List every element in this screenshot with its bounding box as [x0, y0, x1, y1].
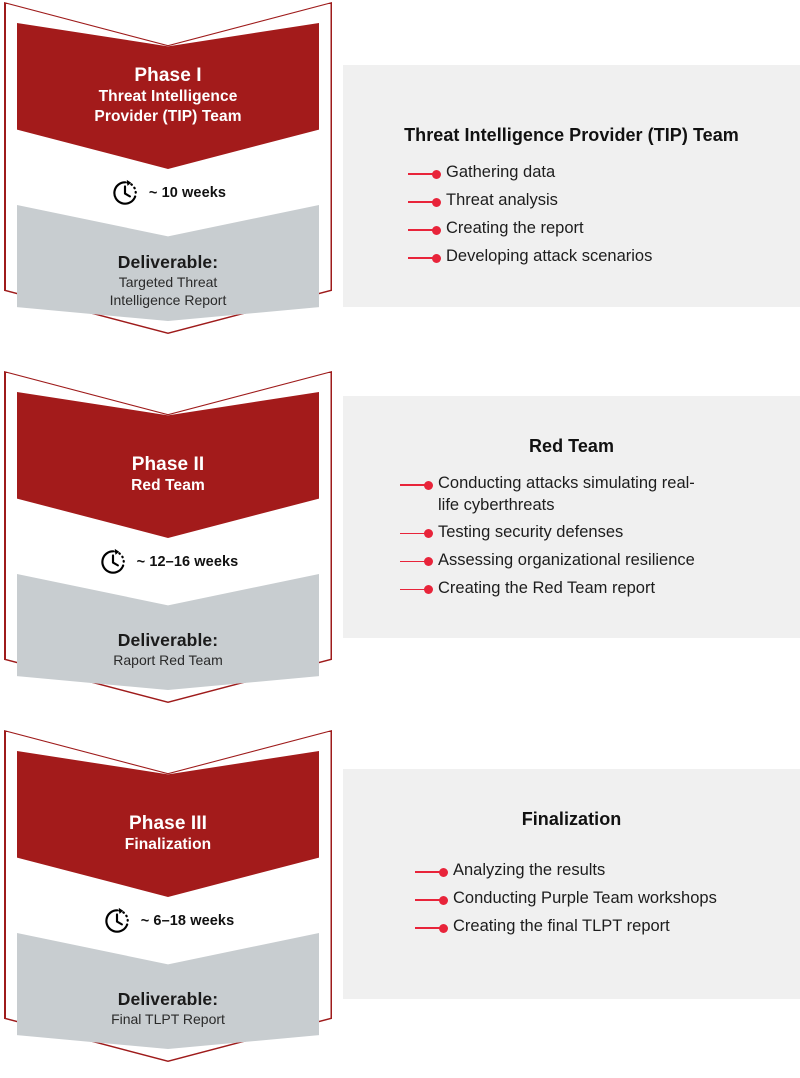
- deliverable-value-line1-2: Raport Red Team: [113, 652, 223, 669]
- list-item: Conducting attacks simulating real-life …: [400, 473, 800, 517]
- detail-item-text: Gathering data: [446, 163, 556, 181]
- bullet-line-dot-icon: [408, 247, 446, 269]
- deliverable-label-1: Deliverable:: [117, 252, 219, 272]
- phase-deliverable-1: Deliverable: Targeted Threat Intelligenc…: [17, 205, 319, 321]
- list-item: Threat analysis: [408, 190, 800, 213]
- phase-card-1: Phase I Threat Intelligence Provider (TI…: [4, 2, 332, 334]
- list-item: Testing security defenses: [400, 522, 800, 545]
- phase-label-1: Phase I: [134, 65, 202, 86]
- detail-list-2: Conducting attacks simulating real-life …: [343, 473, 800, 601]
- detail-item-text: Threat analysis: [446, 191, 558, 209]
- detail-item-text: Creating the Red Team report: [438, 578, 656, 597]
- phase-name-line1-3: Finalization: [124, 836, 212, 854]
- detail-title-2: Red Team: [528, 436, 615, 456]
- phase-name-line2-1: Provider (TIP) Team: [94, 108, 242, 125]
- bullet-line-dot-icon: [400, 474, 438, 496]
- deliverable-label-2: Deliverable:: [117, 630, 219, 650]
- detail-item-text: Analyzing the results: [453, 861, 606, 879]
- deliverable-value-line1-3: Final TLPT Report: [111, 1011, 225, 1028]
- detail-title-3: Finalization: [521, 809, 622, 829]
- bullet-line-dot-icon: [415, 889, 453, 911]
- detail-list-1: Gathering data Threat analysis Creating …: [343, 162, 800, 269]
- detail-list-3: Analyzing the results Conducting Purple …: [343, 860, 800, 939]
- bullet-line-dot-icon: [415, 917, 453, 939]
- list-item: Creating the report: [408, 218, 800, 241]
- list-item: Analyzing the results: [415, 860, 800, 883]
- detail-title-1: Threat Intelligence Provider (TIP) Team: [404, 125, 739, 145]
- clock-arrow-icon: [105, 907, 129, 933]
- phase-label-2: Phase II: [131, 454, 205, 475]
- bullet-line-dot-icon: [408, 163, 446, 185]
- list-item: Conducting Purple Team workshops: [415, 888, 800, 911]
- deliverable-label-3: Deliverable:: [117, 989, 219, 1009]
- detail-item-text: Conducting attacks simulating real-life …: [438, 474, 695, 514]
- clock-arrow-icon: [113, 179, 137, 205]
- phase-label-3: Phase III: [129, 813, 207, 834]
- list-item: Assessing organizational resilience: [400, 550, 800, 573]
- phase-card-3: Phase III Finalization ~ 6–18 weeks Deli…: [4, 730, 332, 1062]
- duration-row-3: ~ 6–18 weeks: [4, 906, 332, 936]
- detail-item-text: Creating the final TLPT report: [453, 917, 670, 935]
- duration-row-1: ~ 10 weeks: [4, 178, 332, 208]
- phase-name-line1-1: Threat Intelligence: [98, 88, 238, 106]
- detail-item-text: Developing attack scenarios: [446, 247, 653, 265]
- duration-row-2: ~ 12–16 weeks: [4, 547, 332, 577]
- phase-name-line1-2: Red Team: [131, 477, 205, 495]
- duration-text-2: ~ 12–16 weeks: [136, 554, 239, 570]
- clock-arrow-icon: [101, 548, 125, 574]
- duration-text-3: ~ 6–18 weeks: [140, 913, 235, 929]
- bullet-line-dot-icon: [408, 219, 446, 241]
- detail-panel-1: Threat Intelligence Provider (TIP) Team …: [343, 65, 800, 307]
- duration-text-1: ~ 10 weeks: [148, 185, 227, 201]
- deliverable-value-line1-1: Targeted Threat: [118, 274, 218, 291]
- list-item: Creating the Red Team report: [400, 578, 800, 601]
- list-item: Developing attack scenarios: [408, 246, 800, 269]
- deliverable-value-line2-1: Intelligence Report: [109, 292, 227, 309]
- bullet-line-dot-icon: [408, 191, 446, 213]
- detail-panel-2: Red Team Conducting attacks simulating r…: [343, 396, 800, 638]
- list-item: Gathering data: [408, 162, 800, 185]
- list-item: Creating the final TLPT report: [415, 916, 800, 939]
- detail-item-text: Creating the report: [446, 219, 584, 237]
- bullet-line-dot-icon: [415, 861, 453, 883]
- detail-item-text: Conducting Purple Team workshops: [453, 889, 717, 907]
- bullet-line-dot-icon: [400, 523, 438, 545]
- detail-item-text: Testing security defenses: [438, 522, 624, 541]
- bullet-line-dot-icon: [400, 579, 438, 601]
- phase-card-2: Phase II Red Team ~ 12–16 weeks Delivera…: [4, 371, 332, 703]
- detail-panel-3: Finalization Analyzing the results Condu…: [343, 769, 800, 999]
- bullet-line-dot-icon: [400, 551, 438, 573]
- detail-item-text: Assessing organizational resilience: [438, 550, 695, 569]
